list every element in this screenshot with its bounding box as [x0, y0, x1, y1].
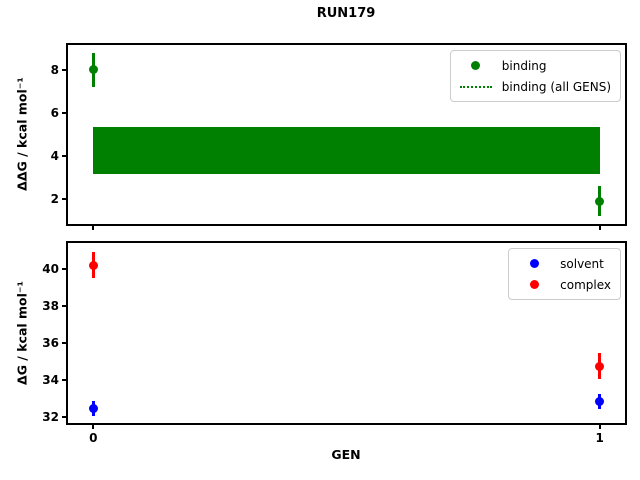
- y-tick-label: 34: [42, 372, 59, 387]
- data-point-solvent-0: [88, 404, 98, 414]
- plot-area-binding: 2 4 6 8: [51, 45, 625, 230]
- legend-label-binding: binding: [501, 58, 547, 73]
- y-axis-label-ddg: ΔΔG / kcal mol⁻¹: [14, 77, 30, 191]
- axes-dg: 32 34 36 38 40 0 1 solvent complex: [42, 241, 627, 444]
- y-tick-label: 6: [50, 105, 59, 120]
- y-tick-label: 8: [50, 62, 59, 77]
- y-tick: [62, 305, 66, 308]
- y-tick: [62, 198, 66, 201]
- y-tick-label: 32: [42, 409, 59, 424]
- x-tick: [598, 425, 601, 429]
- data-point-solvent-1: [595, 396, 605, 406]
- y-tick-label: 36: [42, 335, 59, 350]
- legend-entry-solvent: solvent: [515, 253, 611, 274]
- binding-all-gens--band: [93, 126, 600, 175]
- y-tick: [62, 68, 66, 71]
- y-tick: [62, 341, 66, 344]
- figure-title: RUN179: [316, 6, 376, 21]
- legend-binding: binding binding (all GENS): [449, 50, 621, 102]
- x-tick: [598, 226, 601, 230]
- legend-entry-binding: binding: [457, 55, 611, 76]
- y-tick-label: 38: [42, 299, 59, 314]
- y-tick: [62, 415, 66, 418]
- legend-entry-complex: complex: [515, 274, 611, 295]
- data-point-complex-0: [88, 260, 98, 270]
- solvent-marker-icon: [529, 259, 539, 268]
- y-tick-label: 2: [50, 192, 59, 207]
- data-point-binding-0: [88, 65, 98, 75]
- plot-area-dg: 32 34 36 38 40 0 1: [42, 243, 625, 444]
- legend-label-complex: complex: [560, 277, 611, 292]
- axes-binding: 2 4 6 8 binding binding (all GENS): [51, 43, 627, 230]
- x-tick: [92, 425, 95, 429]
- x-tick-label: 0: [89, 431, 98, 445]
- legend-entry-binding-all-gens: binding (all GENS): [457, 76, 611, 97]
- y-tick-label: 40: [42, 262, 59, 277]
- x-tick: [92, 226, 95, 230]
- y-axis-label-dg: ΔG / kcal mol⁻¹: [14, 281, 30, 385]
- y-tick: [62, 155, 66, 157]
- x-axis-label: GEN: [331, 447, 361, 462]
- y-tick: [62, 111, 66, 114]
- complex-marker-icon: [529, 280, 539, 289]
- y-tick: [62, 268, 66, 271]
- x-tick-label: 1: [595, 431, 604, 445]
- legend-label-binding-all-gens: binding (all GENS): [501, 79, 611, 94]
- y-tick-label: 4: [50, 149, 59, 163]
- legend-label-solvent: solvent: [560, 256, 604, 271]
- data-point-complex-1: [595, 361, 605, 371]
- data-point-binding-1: [595, 196, 605, 206]
- legend-dg: solvent complex: [508, 248, 621, 300]
- dotted-line-icon: [459, 85, 492, 88]
- binding-marker-icon: [471, 61, 481, 70]
- y-tick: [62, 378, 66, 381]
